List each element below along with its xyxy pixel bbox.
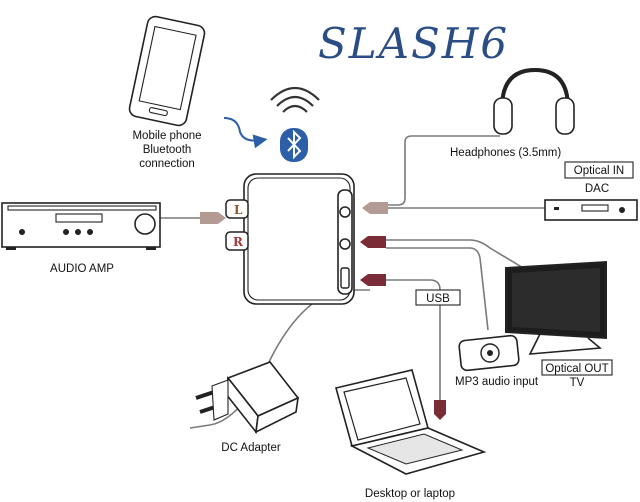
optical-in-box	[564, 161, 634, 179]
brand-title: SLASH6	[318, 19, 509, 68]
hub-device-icon	[225, 173, 355, 305]
dac-icon	[544, 199, 638, 221]
jack-l-label: L	[234, 203, 243, 217]
headphones-icon	[493, 67, 575, 135]
usb-box	[415, 289, 461, 306]
optical-out-label: Optical OUT	[545, 363, 608, 375]
computer-label: Desktop or laptop	[365, 488, 455, 500]
usb-label: USB	[426, 293, 450, 305]
dac-label: DAC	[585, 183, 609, 195]
smartphone-icon	[128, 15, 206, 127]
optical-in-label: Optical IN	[574, 165, 625, 177]
audio-amp-label: AUDIO AMP	[50, 263, 114, 275]
power-adapter-icon	[195, 361, 300, 434]
jack-r-label: R	[233, 235, 244, 249]
cable-plugs	[200, 202, 446, 420]
mobile-label-line1: Mobile phone	[132, 130, 201, 142]
tv-label: TV	[570, 377, 585, 389]
mobile-label-line3: connection	[139, 158, 195, 170]
tv-icon	[505, 260, 607, 355]
mobile-label-line2: Bluetooth	[143, 144, 192, 156]
amplifier-icon	[1, 202, 161, 250]
optical-out-box	[541, 359, 613, 376]
mp3-player-icon	[458, 334, 520, 372]
mp3-label: MP3 audio input	[455, 376, 539, 388]
laptop-icon	[335, 369, 487, 475]
bluetooth-icon	[270, 86, 320, 162]
headphones-label: Headphones (3.5mm)	[450, 147, 561, 159]
dc-adapter-label: DC Adapter	[221, 442, 281, 454]
